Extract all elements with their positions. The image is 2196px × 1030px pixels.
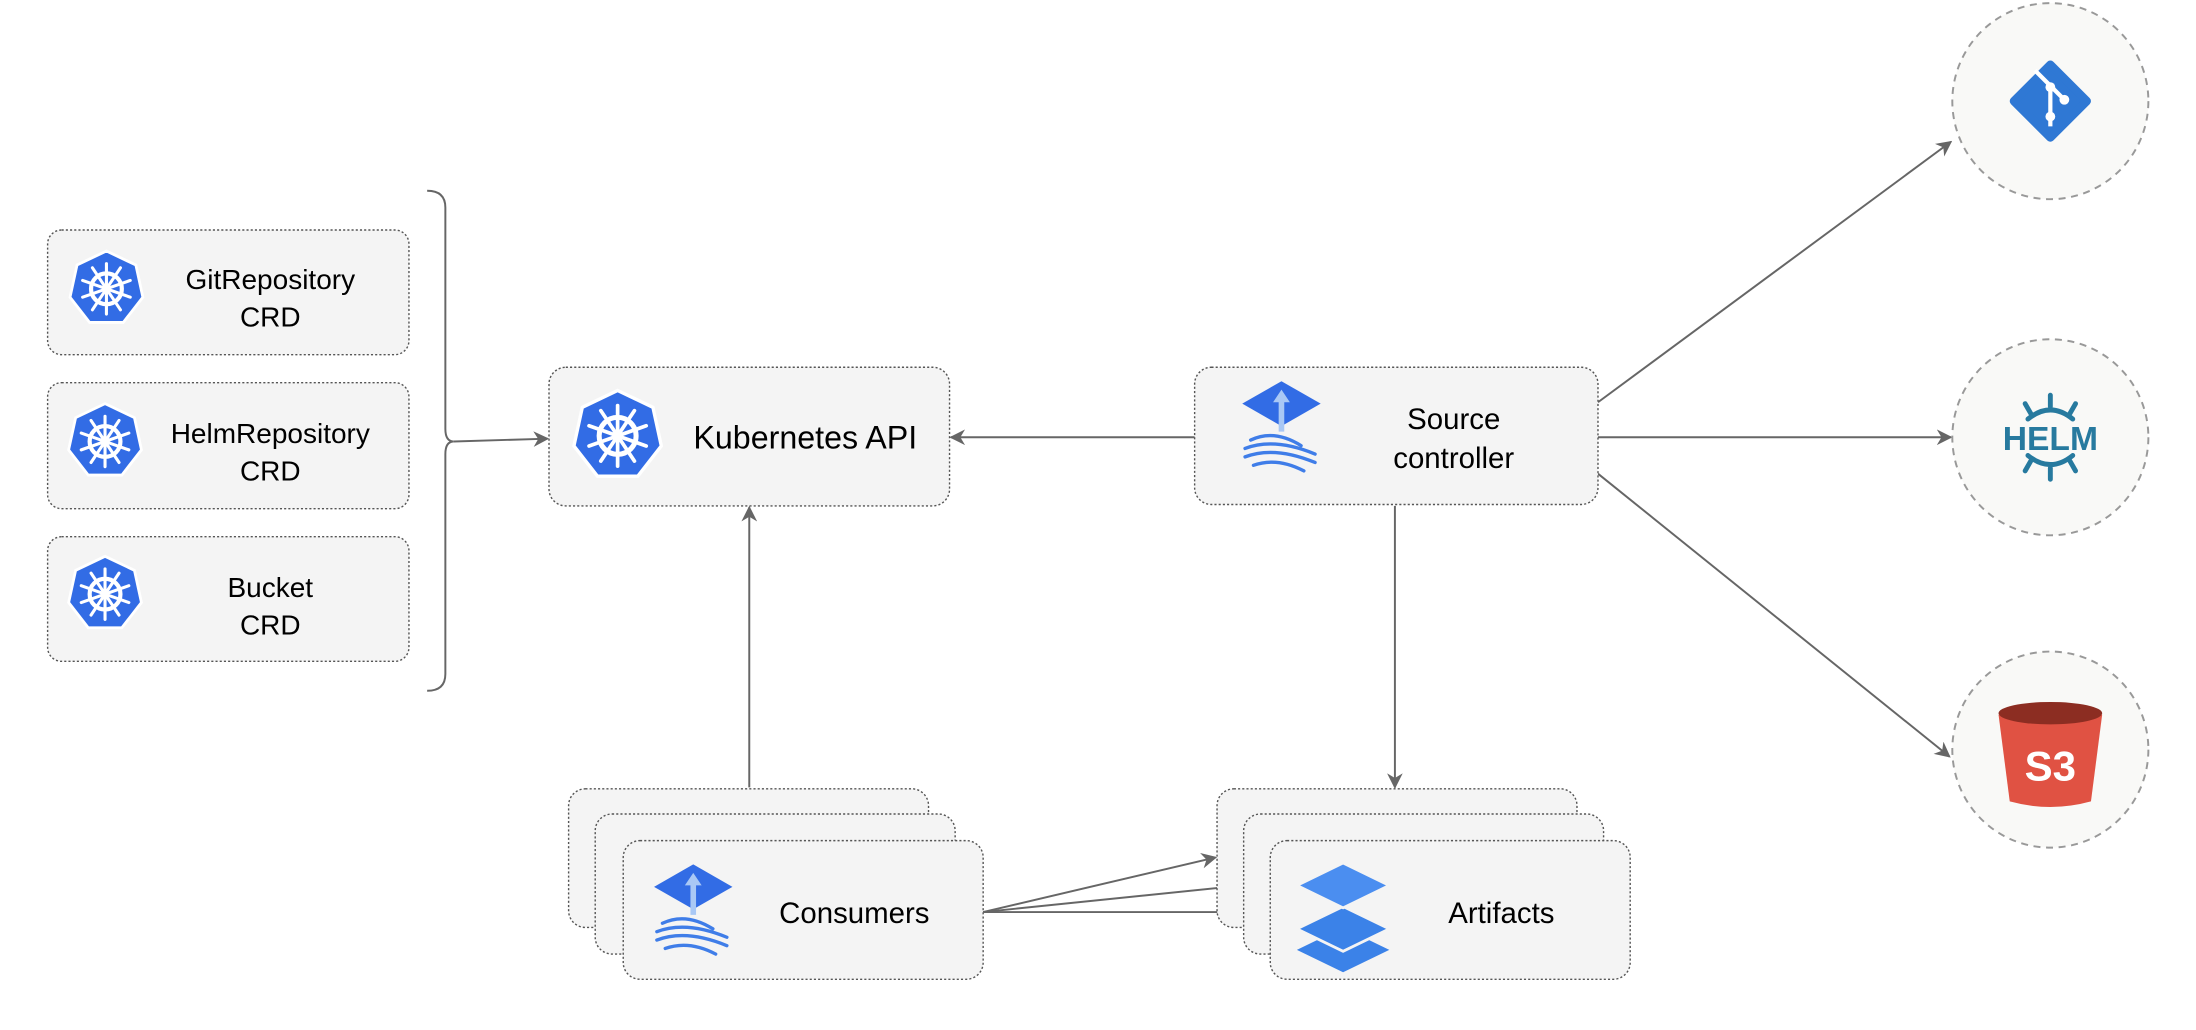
source-controller-node[interactable]: Source controller	[1193, 366, 1599, 506]
artifacts-label: Artifacts	[1448, 897, 1554, 930]
kubernetes-icon	[69, 404, 142, 475]
crd-git-repository[interactable]: GitRepository CRD	[46, 229, 410, 356]
consumers-node[interactable]: Consumers	[567, 788, 984, 980]
crd-helm-repository[interactable]: HelmRepository CRD	[46, 381, 410, 510]
source-controller-sublabel: controller	[1393, 442, 1514, 475]
edge-consumers-to-artifacts-2	[983, 879, 1244, 914]
kubernetes-api-label: Kubernetes API	[693, 419, 917, 455]
helm-icon	[2022, 392, 2079, 482]
artifacts-node[interactable]: Artifacts	[1216, 788, 1631, 980]
consumers-label: Consumers	[779, 897, 929, 930]
crd-bucket[interactable]: Bucket CRD	[46, 536, 410, 663]
edge-crds-to-api	[453, 431, 550, 447]
edge-controller-to-git	[1597, 140, 1953, 404]
kubernetes-icon	[69, 556, 142, 627]
s3-bucket-icon	[1998, 701, 2103, 808]
git-icon	[2009, 60, 2091, 142]
edge-consumers-to-artifacts-1	[982, 853, 1218, 913]
kubernetes-api-node[interactable]: Kubernetes API	[548, 366, 951, 507]
crd-sublabel: CRD	[240, 610, 301, 641]
crd-bracket	[427, 189, 454, 692]
git-source[interactable]	[1951, 2, 2150, 201]
kubernetes-icon	[70, 251, 143, 322]
helm-label: HELM	[2003, 421, 2098, 458]
source-controller-label: Source	[1407, 403, 1500, 436]
crd-label: HelmRepository	[171, 418, 370, 449]
helm-source[interactable]: HELM	[1951, 338, 2150, 537]
s3-label: S3	[2025, 742, 2076, 789]
s3-source[interactable]: S3	[1951, 650, 2150, 849]
crd-label: Bucket	[227, 572, 313, 603]
kubernetes-icon	[574, 390, 661, 476]
crd-sublabel: CRD	[240, 302, 301, 333]
crd-sublabel: CRD	[240, 456, 301, 487]
edge-controller-to-s3	[1597, 472, 1951, 758]
crd-label: GitRepository	[185, 264, 355, 295]
